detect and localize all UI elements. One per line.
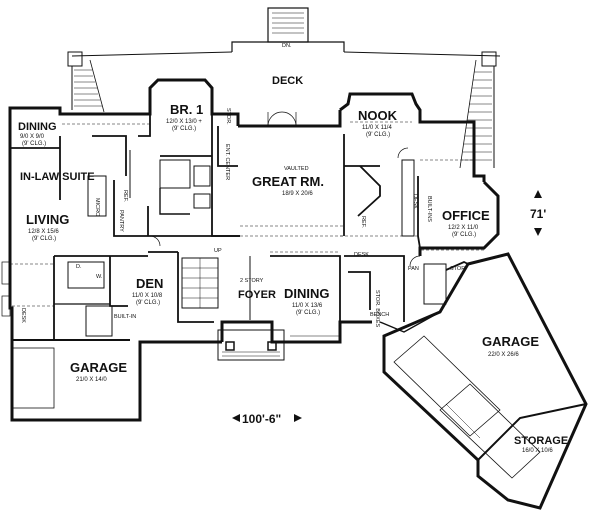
office-dims: 12/2 X 11/0 [448,225,479,231]
garage-large-label: GARAGE [482,334,539,349]
fixture-labels: DN. STOR. ENT. CENTER REF. PANTRY MICRO … [20,43,467,328]
dryer-label: D. [76,264,82,270]
living-clg: (9' CLG.) [32,236,56,242]
br1-label: BR. 1 [170,102,203,117]
stor-label: STOR. [225,108,231,125]
entry-porch [217,329,340,361]
up-label: UP [214,248,222,254]
nook-dims: 11/0 X 11/4 [362,125,392,131]
great-rm-dims: 18/9 X 20/6 [282,191,313,197]
dining-inlaw-dims: 9/0 X 9/0 [20,134,45,140]
bench-label: BENCH [370,312,389,318]
den-label: DEN [136,276,163,291]
ref-label-2: REF. [360,216,366,228]
garage-small-walls [11,339,130,409]
office-clg: (9' CLG.) [452,232,476,238]
inlaw-suite-label: IN-LAW SUITE [20,171,95,183]
pantry-label: PANTRY [118,210,124,232]
open-plan-lines [10,121,484,307]
deck [67,7,501,169]
dn-label: DN. [282,43,292,49]
foyer-note: 2 STORY [240,278,264,284]
micro-label: MICRO [94,198,100,217]
dining-inlaw-clg: (9' CLG.) [22,141,46,147]
garage-small-dims: 21/0 X 14/0 [76,377,107,383]
storage-dims: 16/0 X 10/6 [522,448,553,454]
storage-label: STORAGE [514,435,568,447]
deck-label: DECK [272,75,303,87]
desk-label-1: DESK [354,252,369,258]
dining-main-dims: 11/0 X 13/6 [292,303,323,309]
pan-label: PAN [408,266,419,272]
nook-clg: (9' CLG.) [366,132,390,138]
stor-label-2: STOR. [450,266,467,272]
depth-dimension-label: 71' [530,207,546,221]
den-clg: (9' CLG.) [136,300,160,306]
br1-dims: 12/0 X 13/0 + [166,119,202,125]
side-entry [1,261,11,317]
garage-large-walls [382,252,588,510]
built-ins-label: BUILT-INS [426,196,432,222]
interior-walls [10,114,469,340]
foyer-label: FOYER [238,289,276,301]
dining-main-clg: (9' CLG.) [296,310,320,316]
doors [149,111,421,267]
great-rm-label: GREAT RM. [252,174,324,189]
garage-small-label: GARAGE [70,360,127,375]
built-in-label: BUILT-IN [114,314,136,320]
living-dims: 12/8 X 15/6 [28,229,59,235]
great-rm-note: VAULTED [284,166,309,172]
den-dims: 11/0 X 10/8 [132,293,163,299]
width-dimension-label: 100'-6" [242,412,281,426]
width-dimension: 100'-6" [232,412,302,426]
garage-large-dims: 22/0 X 26/6 [488,352,519,358]
desk-label-3: DESK [20,308,26,323]
desk-label-2: DESK [412,194,418,209]
dining-inlaw-label: DINING [18,121,57,133]
dining-main-label: DINING [284,286,330,301]
depth-dimension: 71' [530,190,546,236]
nook-label: NOOK [358,108,398,123]
living-label: LIVING [26,212,69,227]
washer-label: W. [96,274,103,280]
br1-clg: (9' CLG.) [172,126,196,132]
office-label: OFFICE [442,208,490,223]
ent-center-label: ENT. CENTER [224,144,230,180]
room-labels: DECK DINING 9/0 X 9/0 (9' CLG.) IN-LAW S… [18,75,568,454]
ref-label-1: REF. [122,190,128,202]
stor-boxes-label: STOR. BOXES [374,290,380,328]
